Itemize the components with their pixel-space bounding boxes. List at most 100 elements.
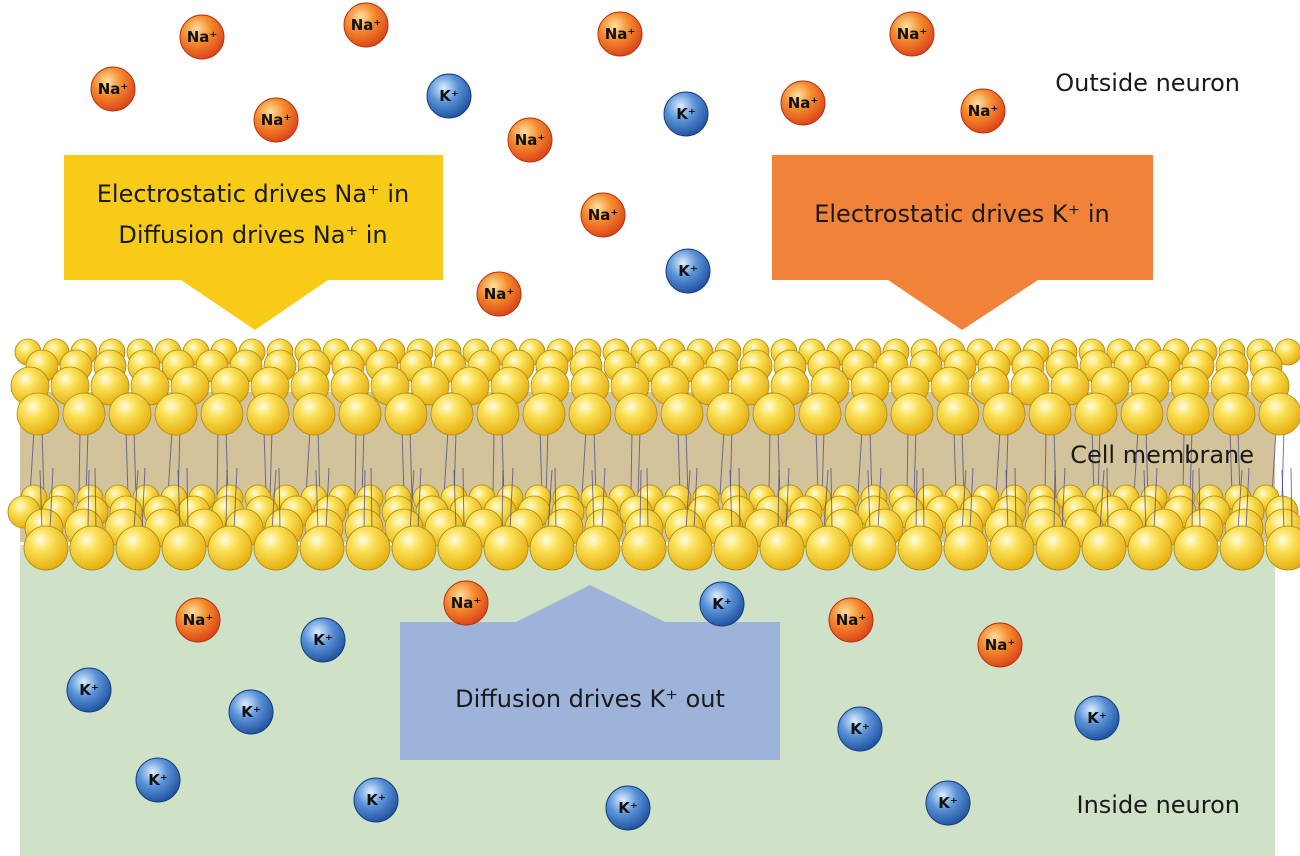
label-cell-membrane: Cell membrane (1070, 441, 1254, 469)
sodium-ion-ball (343, 2, 389, 48)
lipid-tail (1290, 467, 1293, 531)
lipid-tail (630, 429, 633, 496)
lipid-tail (1044, 429, 1047, 496)
sodium-ion-label: Na⁺ (788, 94, 819, 112)
lipid-tail (1099, 469, 1105, 531)
lipid-tail (1191, 469, 1194, 531)
lipid-head-lower-front (207, 525, 253, 571)
potassium-ion-ball (699, 581, 745, 627)
potassium-ion-label: K⁺ (366, 791, 386, 809)
arrow-k-out-line1: Diffusion drives K⁺ out (455, 685, 725, 713)
potassium-ion-ball (353, 777, 399, 823)
lipid-tail (1014, 467, 1017, 531)
sodium-ion: Na⁺ (507, 117, 553, 163)
potassium-ion-label: K⁺ (1087, 709, 1107, 727)
sodium-ion: Na⁺ (253, 97, 299, 143)
lipid-tail (601, 467, 606, 531)
potassium-ion-label: K⁺ (712, 595, 732, 613)
lipid-head-upper-front (1212, 392, 1256, 436)
lipid-head-upper-front (338, 392, 382, 436)
lipid-tail (39, 469, 43, 531)
lipid-head-upper (410, 366, 450, 406)
sodium-ion-label: Na⁺ (451, 594, 482, 612)
lipid-head-lower-front (805, 525, 851, 571)
lipid-head-lower-front (437, 525, 483, 571)
lipid-tail (1106, 467, 1109, 531)
lipid-head-lower-front (299, 525, 345, 571)
potassium-ion: K⁺ (353, 777, 399, 823)
lipid-head-lower-front (943, 525, 989, 571)
potassium-ion-label: K⁺ (313, 631, 333, 649)
lipid-tail (581, 429, 587, 496)
potassium-ion: K⁺ (1074, 695, 1120, 741)
sodium-ion-label: Na⁺ (985, 636, 1016, 654)
sodium-ion-ball (253, 97, 299, 143)
potassium-ion-label: K⁺ (618, 799, 638, 817)
sodium-ion: Na⁺ (960, 88, 1006, 134)
lipid-head-lower-front (575, 525, 621, 571)
lipid-head-upper-front (1028, 392, 1072, 436)
lipid-head-upper-front (890, 392, 934, 436)
potassium-ion-ball (605, 785, 651, 831)
lipid-head-lower-front (1265, 525, 1300, 571)
lipid-tail (492, 429, 495, 496)
potassium-ion: K⁺ (925, 780, 971, 826)
lipid-head-upper-front (1166, 392, 1210, 436)
lipid-tail (325, 467, 330, 531)
lipid-head-upper-front (522, 392, 566, 436)
lipid-tail (78, 429, 81, 496)
lipid-head-lower-front (621, 525, 667, 571)
lipid-tail (409, 429, 413, 499)
lipid-head-lower-front (759, 525, 805, 571)
lipid-tail (133, 429, 137, 499)
potassium-ion: K⁺ (837, 706, 883, 752)
lipid-head-lower-front (1035, 525, 1081, 571)
lipid-tail (1053, 429, 1057, 499)
lipid-head-upper-front (936, 392, 980, 436)
lipid-head-upper-front (660, 392, 704, 436)
potassium-ion-label: K⁺ (439, 87, 459, 105)
lipid-tail (269, 429, 273, 499)
lipid-tail (233, 467, 238, 531)
lipid-tail (915, 469, 918, 531)
lipid-head-upper-front (752, 392, 796, 436)
lipid-tail (995, 429, 1001, 496)
lipid-head-upper-front (1258, 392, 1300, 436)
lipid-tail (1143, 469, 1147, 531)
lipid-tail (1281, 469, 1285, 531)
lipid-tail (815, 429, 819, 496)
lipid-head-upper-front (292, 392, 336, 436)
lipid-head-upper-front (384, 392, 428, 436)
lipid-tail (693, 467, 698, 531)
lipid-head-lower-front (529, 525, 575, 571)
potassium-ion-label: K⁺ (676, 105, 696, 123)
potassium-ion-ball (665, 248, 711, 294)
arrow-k-out: Diffusion drives K⁺ out (400, 585, 780, 760)
lipid-head-lower-front (989, 525, 1035, 571)
lipid-tail (685, 429, 689, 499)
sodium-ion: Na⁺ (580, 192, 626, 238)
sodium-ion: Na⁺ (90, 66, 136, 112)
lipid-tail (453, 469, 457, 531)
sodium-ion: Na⁺ (889, 11, 935, 57)
lipid-tail (1091, 429, 1095, 496)
lipid-tail (1189, 429, 1193, 499)
lipid-head-upper-front (200, 392, 244, 436)
lipid-head-upper-front (62, 392, 106, 436)
sodium-ion-label: Na⁺ (98, 80, 129, 98)
lipid-tail (1133, 429, 1139, 496)
sodium-ion-label: Na⁺ (836, 611, 867, 629)
arrow-na-in-line2: Diffusion drives Na⁺ in (118, 221, 387, 249)
sodium-ion: Na⁺ (828, 597, 874, 643)
sodium-ion: Na⁺ (175, 597, 221, 643)
sodium-ion-label: Na⁺ (183, 611, 214, 629)
lipid-tail (922, 467, 925, 531)
lipid-tail (719, 429, 725, 496)
lipid-head-lower-front (161, 525, 207, 571)
lipid-tail (729, 469, 733, 531)
potassium-ion-label: K⁺ (148, 771, 168, 789)
sodium-ion: Na⁺ (476, 271, 522, 317)
potassium-ion-ball (925, 780, 971, 826)
sodium-ion-ball (828, 597, 874, 643)
